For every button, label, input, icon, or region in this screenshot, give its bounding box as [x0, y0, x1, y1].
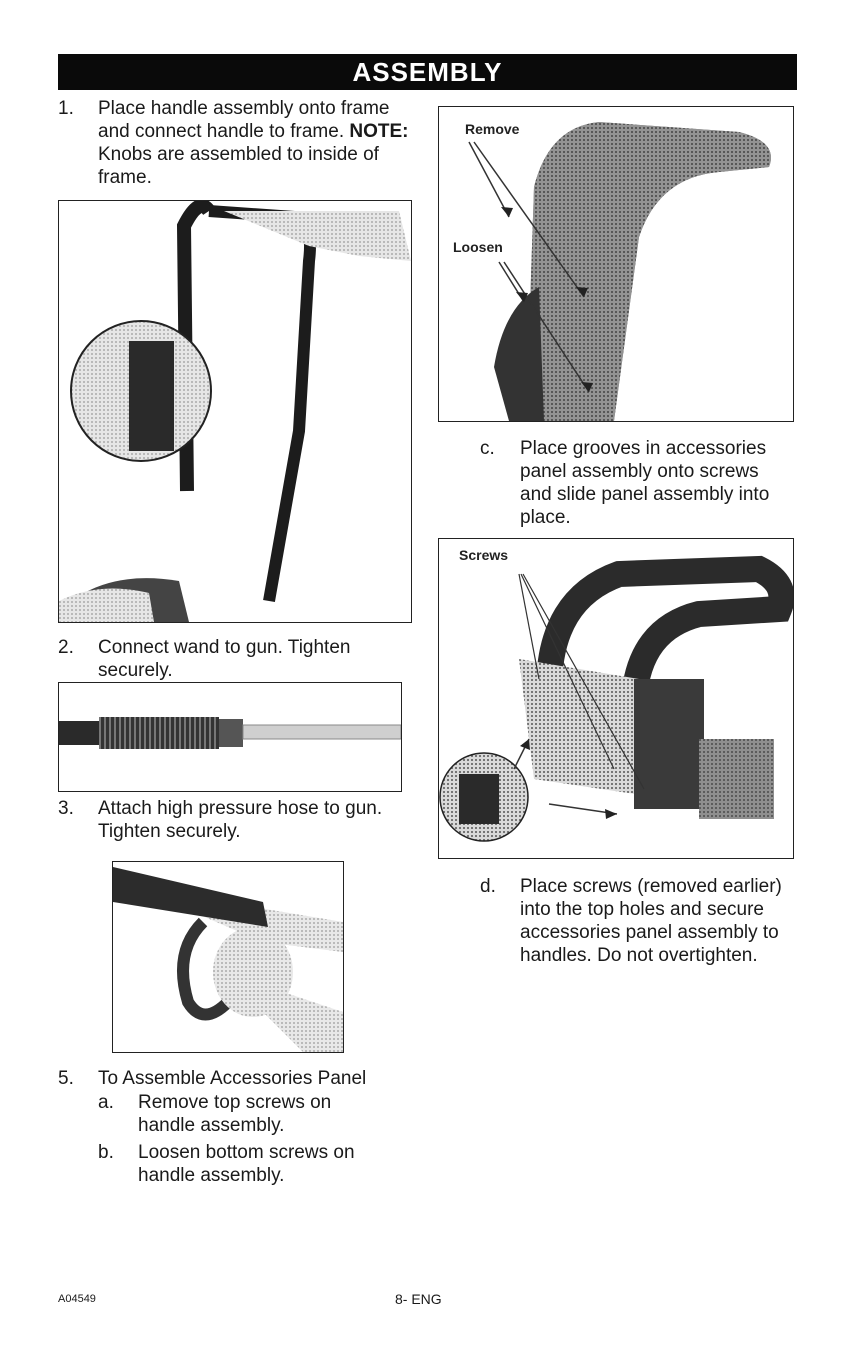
handle-frame-illustration — [59, 201, 411, 622]
section-title: ASSEMBLY — [352, 56, 503, 87]
screws-label: Screws — [459, 547, 509, 563]
remove-loosen-illustration — [468, 122, 771, 421]
step-3: 3. Attach high pressure hose to gun. Tig… — [58, 797, 418, 845]
step-body: Attach high pressure hose to gun. Tighte… — [98, 797, 418, 843]
step-text: Connect wand to gun. Tighten securely. — [98, 637, 351, 681]
gun-hose-illustration — [113, 867, 343, 1052]
substep-letter: b. — [98, 1142, 114, 1163]
step-text: Place handle assembly onto frame and con… — [98, 98, 390, 142]
step-5a: a. Remove top screws on handle assembly. — [98, 1091, 398, 1139]
section-banner: ASSEMBLY — [58, 54, 797, 90]
document-code: A04549 — [58, 1293, 96, 1305]
step-number: 2. — [58, 637, 74, 658]
screws-panel-illustration — [439, 555, 793, 842]
handle-frame-figure — [58, 200, 412, 623]
note-text: Knobs are assembled to inside of frame. — [98, 144, 379, 188]
step-body: Connect wand to gun. Tighten securely. — [98, 636, 418, 682]
substep-letter: c. — [480, 438, 495, 459]
substep-body: Place screws (removed earlier) into the … — [520, 875, 790, 967]
screws-panel-figure: Screws — [438, 538, 794, 859]
note-label: NOTE: — [349, 121, 409, 142]
loosen-label: Loosen — [453, 239, 503, 255]
substep-body: Remove top screws on handle assembly. — [138, 1091, 378, 1137]
remove-label: Remove — [465, 121, 520, 137]
step-5c: c. Place grooves in accessories panel as… — [480, 437, 800, 532]
remove-loosen-figure: Remove Loosen — [438, 106, 794, 422]
wand-illustration — [59, 717, 401, 749]
step-5d: d. Place screws (removed earlier) into t… — [480, 875, 800, 995]
step-number: 3. — [58, 798, 74, 819]
step-body: Place handle assembly onto frame and con… — [98, 97, 418, 189]
step-number: 5. — [58, 1068, 74, 1089]
step-5: 5. To Assemble Accessories Panel — [58, 1067, 418, 1091]
substep-body: Loosen bottom screws on handle assembly. — [138, 1141, 378, 1187]
substep-body: Place grooves in accessories panel assem… — [520, 437, 790, 529]
step-text: To Assemble Accessories Panel — [98, 1068, 367, 1089]
step-1: 1. Place handle assembly onto frame and … — [58, 97, 418, 192]
step-text: Attach high pressure hose to gun. Tighte… — [98, 798, 383, 842]
substep-text: Place grooves in accessories panel assem… — [520, 438, 770, 528]
step-2: 2. Connect wand to gun. Tighten securely… — [58, 636, 418, 684]
substep-letter: d. — [480, 876, 496, 897]
gun-hose-figure — [112, 861, 344, 1053]
page-number: 8- ENG — [395, 1291, 442, 1307]
substep-text: Place screws (removed earlier) into the … — [520, 876, 782, 966]
substep-letter: a. — [98, 1092, 114, 1113]
substep-text: Loosen bottom screws on handle assembly. — [138, 1142, 355, 1186]
step-body: To Assemble Accessories Panel — [98, 1067, 418, 1090]
wand-figure — [58, 682, 402, 792]
step-number: 1. — [58, 98, 74, 119]
step-5b: b. Loosen bottom screws on handle assemb… — [98, 1141, 398, 1189]
substep-text: Remove top screws on handle assembly. — [138, 1092, 332, 1136]
